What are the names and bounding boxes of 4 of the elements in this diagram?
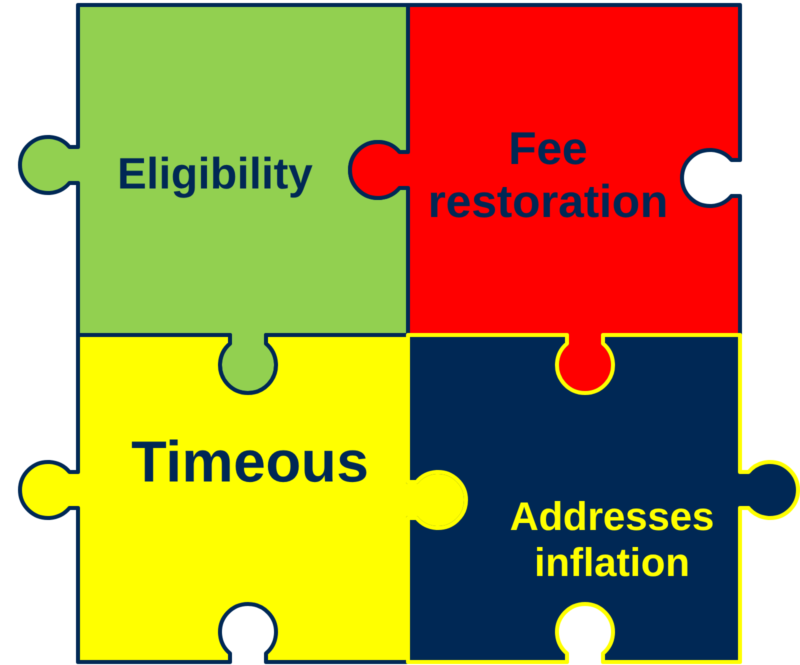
piece-label: Addresses inflation	[508, 494, 716, 586]
piece-label: Timeous	[130, 430, 370, 496]
piece-label: Fee restoration	[426, 122, 670, 228]
piece-label: Eligibility	[116, 150, 314, 200]
